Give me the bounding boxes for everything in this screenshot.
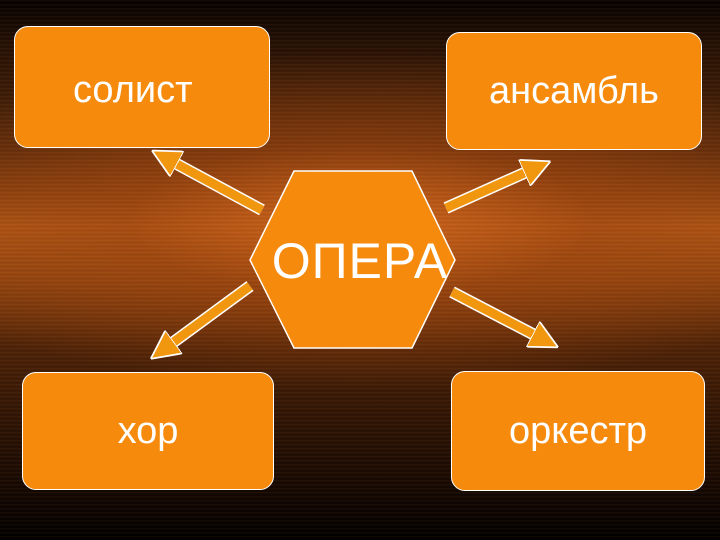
node-soloist: солист: [14, 26, 270, 148]
node-ensemble: ансамбль: [446, 32, 702, 150]
node-orchestra: оркестр: [451, 371, 705, 491]
node-orchestra-label: оркестр: [509, 409, 647, 452]
node-choir-label: хор: [117, 409, 179, 452]
arrow-to-choir: [160, 281, 254, 352]
arrow-to-ensemble: [443, 166, 540, 214]
node-soloist-label: солист: [73, 69, 193, 111]
arrow-to-soloist: [162, 156, 265, 216]
node-ensemble-label: ансамбль: [489, 69, 659, 112]
center-hexagon: [249, 170, 456, 349]
node-choir: хор: [22, 372, 274, 490]
arrow-to-orchestra: [449, 286, 548, 342]
center-label: ОПЕРА: [271, 233, 449, 289]
